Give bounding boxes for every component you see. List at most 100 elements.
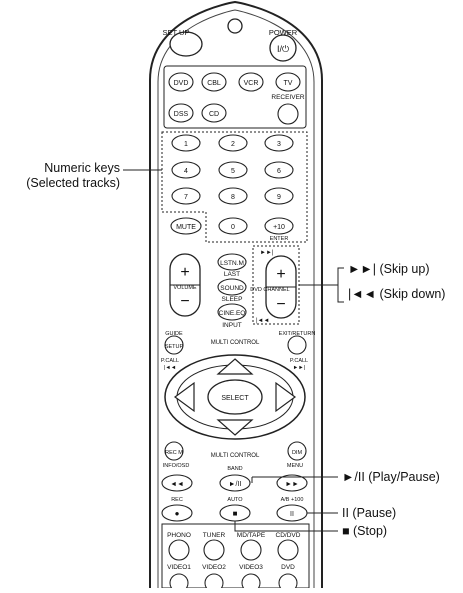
power-glyph: I/⏻ bbox=[277, 44, 289, 54]
skip-up-callout: ►►| (Skip up) bbox=[348, 262, 430, 276]
numeric-keys-callout-line2: (Selected tracks) bbox=[26, 176, 120, 190]
source-tv-button[interactable] bbox=[275, 72, 301, 92]
phono-label: PHONO bbox=[167, 532, 191, 539]
record-glyph: ● bbox=[175, 509, 180, 518]
source-receiver-label: RECEIVER bbox=[271, 94, 305, 101]
dvd-bottom-button[interactable] bbox=[278, 573, 298, 593]
video2-button[interactable] bbox=[204, 573, 224, 593]
source-dvd-button[interactable] bbox=[168, 72, 194, 92]
source-vcr-label: VCR bbox=[244, 80, 259, 87]
sound-button[interactable] bbox=[217, 278, 247, 296]
mdtape-button[interactable] bbox=[240, 539, 262, 561]
source-panel bbox=[163, 65, 307, 129]
multi-control-top-label: MULTI CONTROL bbox=[211, 340, 260, 346]
source-vcr-button[interactable] bbox=[238, 72, 264, 92]
fast-forward-button[interactable] bbox=[276, 474, 308, 492]
dpad-up-button[interactable] bbox=[216, 358, 254, 375]
setup-label: SETUP bbox=[165, 344, 184, 350]
source-cd-label: CD bbox=[209, 111, 219, 118]
volume-plus-glyph[interactable]: + bbox=[180, 264, 189, 281]
key-0-label: 0 bbox=[231, 224, 235, 231]
record-button[interactable] bbox=[161, 504, 193, 522]
channel-minus-glyph[interactable]: − bbox=[276, 296, 285, 313]
cineeq-label: CINE.EQ bbox=[219, 310, 246, 317]
mute-label: MUTE bbox=[176, 224, 196, 231]
key-8-button[interactable] bbox=[218, 187, 248, 205]
play-pause-button[interactable] bbox=[219, 474, 251, 492]
cddvd-label: CD/DVD bbox=[276, 532, 301, 539]
channel-plus-glyph[interactable]: + bbox=[276, 266, 285, 283]
setup-top-label: SET UP bbox=[163, 28, 190, 37]
recm-button[interactable] bbox=[164, 441, 184, 461]
video1-button[interactable] bbox=[169, 573, 189, 593]
band-label: BAND bbox=[227, 466, 242, 472]
cddvd-button[interactable] bbox=[277, 539, 299, 561]
key-3-label: 3 bbox=[277, 141, 281, 148]
exit-return-label: EXIT/RETURN bbox=[279, 331, 316, 337]
dpad-right-button[interactable] bbox=[275, 381, 297, 413]
skip-down-callout: |◄◄ (Skip down) bbox=[348, 287, 446, 301]
channel-skip-up-glyph: ►►| bbox=[260, 250, 274, 256]
source-receiver-button[interactable] bbox=[277, 103, 299, 125]
guide-label: GUIDE bbox=[165, 331, 183, 337]
key-9-button[interactable] bbox=[264, 187, 294, 205]
key-0-button[interactable] bbox=[218, 217, 248, 235]
play-pause-glyph: ►/II bbox=[229, 481, 242, 488]
video3-button[interactable] bbox=[241, 573, 261, 593]
video2-label: VIDEO2 bbox=[202, 564, 226, 571]
key-3-button[interactable] bbox=[264, 134, 294, 152]
stop-callout: ■ (Stop) bbox=[342, 524, 388, 538]
pause-glyph: II bbox=[290, 511, 294, 518]
last-label: LAST bbox=[224, 271, 240, 278]
dpad-left-button[interactable] bbox=[173, 381, 195, 413]
rec-label: REC bbox=[171, 497, 183, 503]
fast-forward-glyph: ►► bbox=[285, 481, 299, 488]
recm-label: REC M bbox=[165, 450, 183, 456]
key-8-label: 8 bbox=[231, 194, 235, 201]
lstnm-button[interactable] bbox=[217, 253, 247, 271]
key-1-button[interactable] bbox=[171, 134, 201, 152]
key-6-button[interactable] bbox=[264, 161, 294, 179]
ir-sensor-icon bbox=[227, 18, 243, 34]
lstnm-label: LSTN.M bbox=[220, 260, 244, 267]
numeric-keys-callout-line1: Numeric keys bbox=[44, 161, 120, 175]
multi-control-bottom-label: MULTI CONTROL bbox=[211, 453, 260, 459]
exit-return-button[interactable] bbox=[287, 335, 307, 355]
dpad-down-button[interactable] bbox=[216, 419, 254, 436]
sleep-label: SLEEP bbox=[222, 296, 243, 303]
tuner-label: TUNER bbox=[203, 532, 226, 539]
key-4-button[interactable] bbox=[171, 161, 201, 179]
key-2-button[interactable] bbox=[218, 134, 248, 152]
key-plus10-button[interactable] bbox=[264, 217, 294, 235]
key-plus10-label: +10 bbox=[273, 224, 285, 231]
pause-callout: II (Pause) bbox=[342, 506, 397, 520]
key-2-label: 2 bbox=[231, 141, 235, 148]
key-5-button[interactable] bbox=[218, 161, 248, 179]
numeric-keys-region bbox=[161, 131, 308, 243]
key-7-label: 7 bbox=[184, 194, 188, 201]
rewind-button[interactable] bbox=[161, 474, 193, 492]
source-cbl-button[interactable] bbox=[201, 72, 227, 92]
rewind-glyph: ◄◄ bbox=[170, 481, 184, 488]
play-pause-callout: ►/II (Play/Pause) bbox=[342, 470, 440, 484]
source-dss-button[interactable] bbox=[168, 103, 194, 123]
setup-button[interactable] bbox=[164, 335, 184, 355]
cineeq-button[interactable] bbox=[217, 303, 247, 321]
key-5-label: 5 bbox=[231, 168, 235, 175]
dim-button[interactable] bbox=[287, 441, 307, 461]
sound-label: SOUND bbox=[220, 285, 244, 292]
source-cd-button[interactable] bbox=[201, 103, 227, 123]
ab-100-label: A/B +100 bbox=[281, 497, 304, 503]
enter-label: ENTER bbox=[270, 236, 289, 242]
setup-top-button[interactable] bbox=[169, 31, 203, 57]
video3-label: VIDEO3 bbox=[239, 564, 263, 571]
phono-button[interactable] bbox=[168, 539, 190, 561]
select-button[interactable] bbox=[207, 379, 263, 415]
channel-label: DVD CHANNEL bbox=[250, 287, 289, 293]
volume-minus-glyph[interactable]: − bbox=[180, 293, 189, 310]
tuner-button[interactable] bbox=[203, 539, 225, 561]
key-7-button[interactable] bbox=[171, 187, 201, 205]
key-6-label: 6 bbox=[277, 168, 281, 175]
mute-button[interactable] bbox=[170, 217, 202, 235]
power-button[interactable] bbox=[269, 34, 297, 62]
